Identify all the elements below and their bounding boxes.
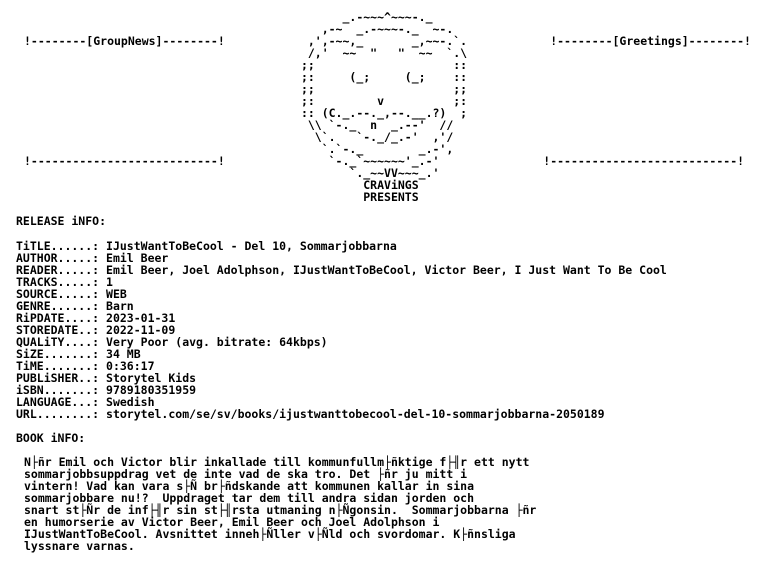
book-description-line: en humorserie av Victor Beer, Emil Beer … xyxy=(24,515,440,529)
book-description-line: vintern! Vad kan vara s├Ñ br├ñdskande at… xyxy=(24,479,475,493)
release-info-table: TiTLE......: IJustWantToBeCool - Del 10,… xyxy=(16,240,667,420)
release-info-key: iSBN.......: xyxy=(16,383,100,397)
release-info-value: 9789180351959 xyxy=(106,383,197,397)
release-info-key: TiTLE......: xyxy=(16,239,100,253)
book-description-line: sommarjobbsuppdrag vet de inte vad de sk… xyxy=(24,467,468,481)
release-info-key: SOURCE.....: xyxy=(16,287,100,301)
release-info-value: Storytel Kids xyxy=(106,371,197,385)
book-description-line: N├ñr Emil och Victor blir inkallade till… xyxy=(24,455,530,469)
release-info-key: STOREDATE..: xyxy=(16,323,100,337)
book-description-line: lyssnare varnas. xyxy=(24,539,135,553)
release-info-value: storytel.com/se/sv/books/ijustwanttobeco… xyxy=(106,407,605,421)
release-info-row: SOURCE.....: WEB xyxy=(16,288,667,300)
release-info-row: LANGUAGE...: Swedish xyxy=(16,396,667,408)
release-info-row: TiTLE......: IJustWantToBeCool - Del 10,… xyxy=(16,240,667,252)
release-info-row: RiPDATE....: 2023-01-31 xyxy=(16,312,667,324)
release-info-key: AUTHOR.....: xyxy=(16,251,100,265)
release-info-row: READER.....: Emil Beer, Joel Adolphson, … xyxy=(16,264,667,276)
book-description-line: IJustWantToBeCool. Avsnittet inneh├Ñller… xyxy=(24,527,516,541)
release-info-key: LANGUAGE...: xyxy=(16,395,100,409)
book-description-line: sommarjobbare nu!? Uppdraget tar dem til… xyxy=(24,491,475,505)
release-info-key: TiME.......: xyxy=(16,359,100,373)
book-info-heading: BOOK iNFO: xyxy=(16,431,86,445)
release-info-key: QUALiTY....: xyxy=(16,335,100,349)
release-info-row: QUALiTY....: Very Poor (avg. bitrate: 64… xyxy=(16,336,667,348)
book-description: N├ñr Emil och Victor blir inkallade till… xyxy=(24,456,536,552)
book-description-line: snart st├Ñr de inf├╢r sin st├╢rsta utman… xyxy=(24,503,537,517)
release-info-key: PUBLiSHER..: xyxy=(16,371,100,385)
release-info-key: GENRE......: xyxy=(16,299,100,313)
ascii-art-header: _.-~~~^~~~-._ ,-~ _.-~~~-._ ~-. !-------… xyxy=(24,10,751,204)
release-info-value: 0:36:17 xyxy=(106,359,155,373)
release-info-key: SiZE.......: xyxy=(16,347,100,361)
release-info-row: GENRE......: Barn xyxy=(16,300,667,312)
release-info-row: iSBN.......: 9789180351959 xyxy=(16,384,667,396)
release-info-value: Very Poor (avg. bitrate: 64kbps) xyxy=(106,335,328,349)
release-info-key: RiPDATE....: xyxy=(16,311,100,325)
release-info-value: WEB xyxy=(106,287,127,301)
release-info-value: 34 MB xyxy=(106,347,141,361)
release-info-row: URL........: storytel.com/se/sv/books/ij… xyxy=(16,408,667,420)
release-info-row: TiME.......: 0:36:17 xyxy=(16,360,667,372)
release-info-value: Barn xyxy=(106,299,134,313)
release-info-key: READER.....: xyxy=(16,263,100,277)
release-info-value: Emil Beer, Joel Adolphson, IJustWantToBe… xyxy=(106,263,667,277)
release-info-row: AUTHOR.....: Emil Beer xyxy=(16,252,667,264)
release-info-value: Swedish xyxy=(106,395,155,409)
release-info-value: 2022-11-09 xyxy=(106,323,176,337)
release-info-value: IJustWantToBeCool - Del 10, Sommarjobbar… xyxy=(106,239,397,253)
release-info-row: STOREDATE..: 2022-11-09 xyxy=(16,324,667,336)
release-info-row: TRACKS.....: 1 xyxy=(16,276,667,288)
release-info-heading: RELEASE iNFO: xyxy=(16,214,107,228)
release-info-value: Emil Beer xyxy=(106,251,169,265)
release-info-key: TRACKS.....: xyxy=(16,275,100,289)
release-info-value: 1 xyxy=(106,275,113,289)
release-info-value: 2023-01-31 xyxy=(106,311,176,325)
release-info-key: URL........: xyxy=(16,407,100,421)
release-info-row: PUBLiSHER..: Storytel Kids xyxy=(16,372,667,384)
release-info-row: SiZE.......: 34 MB xyxy=(16,348,667,360)
